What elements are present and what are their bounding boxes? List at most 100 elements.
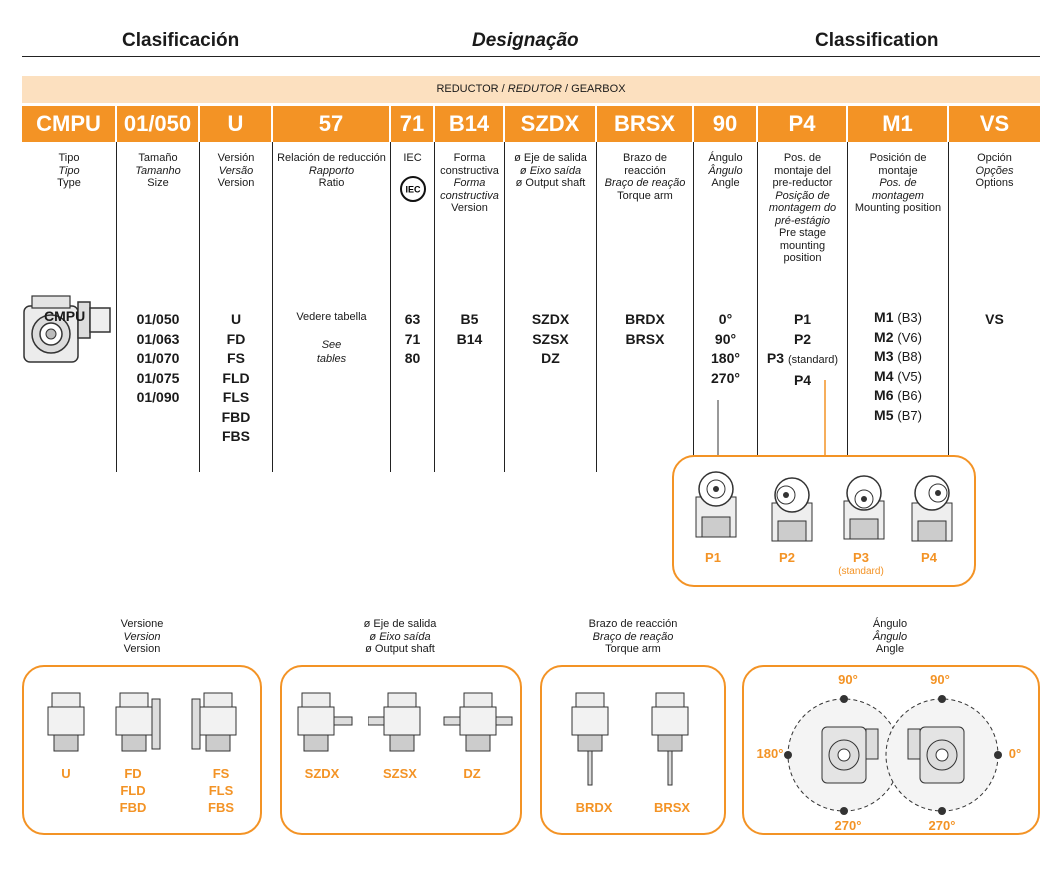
column-9-desc-line: mounting [779, 239, 826, 252]
column-4-desc-line: IEC [403, 152, 422, 164]
column-4-description: IEC [391, 142, 434, 165]
column-3-desc-line: Rapporto [308, 164, 355, 177]
column-8-value: 180° [694, 349, 757, 369]
column-10-value-text: M1 [874, 309, 894, 325]
code-4: 71 [391, 106, 435, 142]
column-3-desc-line: Ratio [318, 177, 345, 189]
column-2-desc-line: Version [217, 177, 255, 189]
column-2-value: FD [200, 330, 272, 350]
column-1-desc-line: Size [147, 177, 169, 189]
code-1: 01/050 [117, 106, 200, 142]
column-9-desc-line: pré-estágio [774, 214, 831, 227]
column-5-value-text: B5 [460, 311, 479, 327]
code-10: M1 [848, 106, 949, 142]
code-5: B14 [435, 106, 505, 142]
column-5-desc-line: constructiva [440, 189, 499, 202]
prestage-p3-icon [843, 475, 885, 540]
column-9-value: P3 (standard) [758, 349, 847, 371]
code-8: 90 [694, 106, 758, 142]
column-1-value: 01/075 [117, 369, 199, 389]
version-fd-icon [115, 692, 161, 752]
shaft-box: SZDX SZSX DZ [280, 665, 522, 835]
version-fld-label: FLD [120, 783, 146, 798]
version-fbs-label: FBS [208, 800, 234, 815]
angle-180-label: 180° [756, 746, 784, 761]
column-7-value-text: BRDX [625, 311, 665, 327]
column-2-value-text: FBD [221, 408, 251, 425]
column-6-value-text: SZSX [532, 330, 569, 347]
angle-caption-pt: Ângulo [872, 630, 908, 643]
column-5-value-text: B14 [456, 330, 483, 347]
prestage-p2-label: P2 [779, 550, 795, 565]
column-3-value-text: tables [316, 353, 347, 365]
version-caption-es: Versione [120, 618, 164, 630]
column-1-value-text: 01/070 [136, 350, 180, 366]
column-8-value-text: 270° [711, 369, 740, 386]
column-9-desc-line: Pre stage [778, 227, 827, 239]
angle-270-right-label: 270° [928, 818, 956, 833]
column-8-values: 0°90°180°270° [694, 310, 757, 388]
column-10-values: M1 (B3)M2 (V6)M3 (B8)M4 (V5)M6 (B6)M5 (B… [848, 308, 948, 425]
column-2-value: FS [200, 349, 272, 369]
version-caption-en: Version [123, 643, 161, 655]
column-2-value-text: FBS [222, 428, 250, 444]
column-11-desc-line: Options [975, 177, 1014, 189]
prestage-p3-label: P3 [853, 550, 869, 565]
mounting-position-note: (B6) [897, 388, 922, 403]
shaft-caption-en: ø Output shaft [365, 643, 435, 655]
code-3: 57 [273, 106, 391, 142]
version-u-icon [47, 692, 85, 752]
column-9-desc-line: position [783, 252, 822, 264]
column-3-value: Vedere tabella [273, 310, 390, 324]
shaft-szdx-icon [297, 692, 353, 752]
prestage-p4-label: P4 [921, 550, 937, 565]
column-10-desc-line: montaje [878, 164, 918, 177]
column-10-desc-line: montagem [872, 189, 924, 202]
column-1-desc-line: Tamaño [138, 152, 178, 164]
column-4-value-text: 71 [404, 330, 421, 347]
angle-0-label: 0° [1008, 746, 1022, 761]
band-text-en: / GEARBOX [561, 83, 626, 95]
column-7-desc-line: Brazo de [622, 152, 668, 164]
arm-brdx-label: BRDX [575, 800, 613, 815]
column-1-value: 01/063 [117, 330, 199, 350]
heading-pt: Designação [472, 30, 579, 51]
column-9-value-text: P2 [793, 330, 812, 347]
column-7-desc-line: Torque arm [617, 189, 673, 202]
mounting-position-note: (V5) [897, 368, 922, 384]
header-divider [22, 56, 1040, 57]
column-9-desc-line: montagem do [768, 202, 837, 214]
column-2-value-text: U [230, 311, 242, 327]
column-11-desc-line: Opções [975, 164, 1014, 177]
column-5-value: B5 [435, 310, 504, 330]
column-2-value: FBS [200, 427, 272, 447]
prestage-position-box: P1 P2 P3 (standard) P4 [672, 455, 976, 587]
torque-arm-box: BRDX BRSX [540, 665, 726, 835]
column-3-value-text: See [321, 339, 342, 351]
column-11-value: VS [949, 310, 1040, 330]
column-1-desc-line: Tamanho [135, 164, 181, 177]
column-8-value: 90° [694, 330, 757, 350]
column-2-value-text: FD [226, 330, 246, 347]
column-10-value: M6 (B6) [848, 386, 948, 406]
code-11: VS [979, 111, 1010, 136]
column-3-value [273, 324, 390, 338]
column-5-desc-line: Version [451, 202, 488, 214]
